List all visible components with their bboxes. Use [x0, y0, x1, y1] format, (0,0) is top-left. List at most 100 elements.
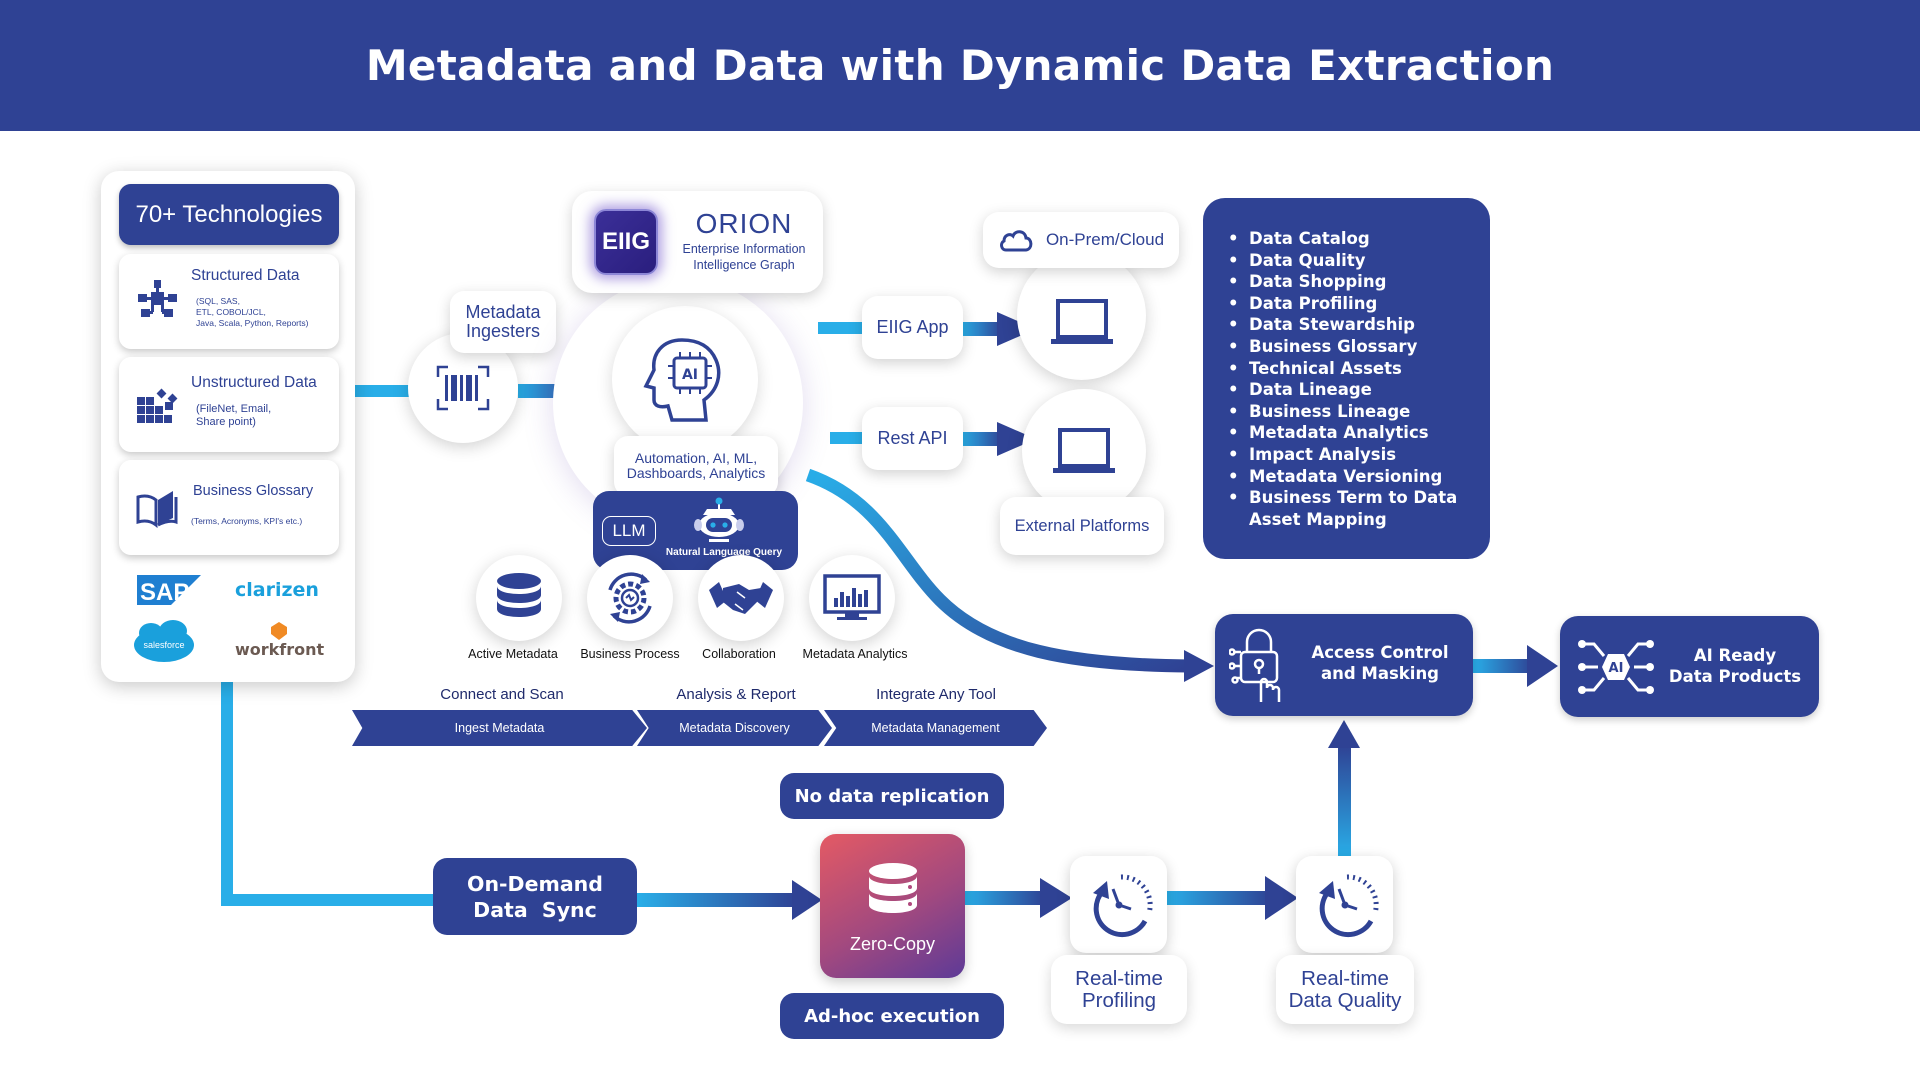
monitor-chart-icon	[823, 574, 881, 620]
orion-card[interactable]: EIIG ORION Enterprise Information Intell…	[572, 191, 823, 293]
source-card-glossary[interactable]: Business Glossary (Terms, Acronyms, KPI'…	[119, 460, 339, 555]
source-subtitle: (SQL, SAS, ETL, COBOL/JCL, Java, Scala, …	[196, 296, 309, 328]
handshake-icon	[709, 582, 773, 614]
arrowhead-ai	[1527, 645, 1558, 687]
connector-hub-rest-api	[830, 432, 864, 444]
process-step-ingest[interactable]: Ingest Metadata	[352, 710, 647, 746]
feature-item: Data Catalog	[1228, 228, 1490, 250]
source-title: Business Glossary	[193, 483, 314, 499]
external-platforms-label[interactable]: External Platforms	[1000, 497, 1164, 555]
arrowhead-access-up	[1328, 720, 1360, 748]
profiling-node[interactable]	[1070, 856, 1167, 953]
connector-eiig-app-onprem	[962, 322, 1002, 336]
rest-api-label[interactable]: Rest API	[862, 407, 963, 470]
eiig-badge: EIIG	[594, 209, 658, 275]
source-title: Unstructured Data	[191, 374, 317, 391]
zero-copy-label: Zero-Copy	[849, 934, 936, 954]
svg-text:SAP: SAP	[140, 579, 189, 606]
data-quality-node[interactable]	[1296, 856, 1393, 953]
ai-chip-icon: AI	[1578, 640, 1654, 694]
robot-icon	[694, 497, 744, 542]
connector-profiling-dq	[1167, 891, 1271, 905]
feature-item: Metadata Analytics	[1228, 422, 1490, 444]
ai-head-icon: AI	[643, 338, 721, 422]
capability-collaboration[interactable]	[698, 555, 784, 641]
technology-logos: SAP clarizen salesforce workfront	[134, 575, 325, 662]
process-step-management[interactable]: Metadata Management	[824, 710, 1047, 746]
access-control-label: Access Control and Masking	[1311, 643, 1449, 683]
page-title: Metadata and Data with Dynamic Data Extr…	[365, 41, 1555, 90]
source-subtitle: (Terms, Acronyms, KPI's etc.)	[191, 516, 303, 526]
connector-rest-api-external	[962, 432, 1002, 446]
external-node[interactable]	[1022, 389, 1146, 513]
connector-sources-ondemand	[221, 894, 433, 906]
llm-tag: LLM	[602, 516, 656, 546]
database-icon	[497, 573, 541, 617]
process-step-label: Metadata Discovery	[679, 721, 790, 735]
process-step-label: Ingest Metadata	[454, 721, 545, 735]
llm-panel[interactable]: LLM Natural Language Query	[593, 491, 798, 570]
features-panel: Data CatalogData QualityData ShoppingDat…	[1203, 198, 1490, 559]
capability-label: Metadata Analytics	[802, 647, 908, 661]
sources-panel: 70+ Technologies Structured Data (SQL, S…	[101, 171, 355, 682]
capability-metadata-analytics[interactable]	[809, 555, 895, 641]
ai-ready-node[interactable]: AI AI Ready Data Products	[1560, 616, 1819, 717]
svg-text:salesforce: salesforce	[143, 640, 184, 650]
no-replication-badge: No data replication	[780, 773, 1004, 819]
connector-access-ai	[1473, 659, 1533, 673]
barcode-scanner-icon	[436, 365, 490, 411]
feature-item: Business Glossary	[1228, 336, 1490, 358]
feature-item: Data Lineage	[1228, 379, 1490, 401]
on-demand-sync-node[interactable]: On-Demand Data Sync	[433, 858, 637, 935]
source-card-structured[interactable]: Structured Data (SQL, SAS, ETL, COBOL/JC…	[119, 254, 339, 349]
process-step-label: Metadata Management	[871, 721, 1000, 735]
eiig-app-text: EIIG App	[876, 317, 949, 337]
feature-item: Data Profiling	[1228, 293, 1490, 315]
capability-business-process[interactable]	[587, 555, 673, 641]
profiling-label: Real-time Profiling	[1051, 955, 1187, 1024]
onprem-node[interactable]	[1017, 251, 1146, 380]
data-quality-text: Real-time Data Quality	[1288, 966, 1402, 1012]
book-icon	[136, 491, 178, 529]
onprem-cloud-label[interactable]: On-Prem/Cloud	[983, 212, 1179, 268]
workfront-logo: workfront	[235, 622, 325, 659]
process-caption: Integrate Any Tool	[876, 686, 996, 703]
capability-label: Active Metadata	[468, 647, 558, 661]
access-control-node[interactable]: Access Control and Masking	[1215, 614, 1473, 716]
connector-hub-eiig-app	[818, 322, 864, 334]
connector-zerocopy-profiling	[965, 891, 1045, 905]
lock-touch-icon	[1229, 628, 1281, 702]
eiig-badge-text: EIIG	[601, 228, 650, 255]
rest-api-text: Rest API	[877, 428, 948, 448]
adhoc-text: Ad-hoc execution	[804, 1005, 980, 1027]
laptop-icon	[1053, 428, 1115, 473]
header-banner: Metadata and Data with Dynamic Data Extr…	[0, 0, 1920, 131]
hub-caption-text: Automation, AI, ML, Dashboards, Analytic…	[626, 450, 766, 481]
svg-text:AI: AI	[1609, 661, 1624, 676]
feature-item: Impact Analysis	[1228, 444, 1490, 466]
external-text: External Platforms	[1014, 516, 1150, 535]
svg-text:workfront: workfront	[235, 640, 325, 659]
process-caption: Connect and Scan	[440, 686, 564, 703]
ingesters-text: Metadata Ingesters	[465, 302, 541, 341]
capability-label: Collaboration	[702, 647, 776, 661]
arrowhead-zerocopy	[792, 880, 822, 920]
clock-refresh-icon	[1092, 873, 1153, 937]
source-card-unstructured[interactable]: Unstructured Data (FileNet, Email, Share…	[119, 357, 339, 452]
sap-logo: SAP	[137, 575, 201, 606]
feature-item: Business Lineage	[1228, 401, 1490, 423]
eiig-app-label[interactable]: EIIG App	[862, 296, 963, 359]
zero-copy-node[interactable]: Zero-Copy	[820, 834, 965, 978]
capability-active-metadata[interactable]	[476, 555, 562, 641]
ai-core-node[interactable]: AI	[612, 306, 758, 452]
no-replication-text: No data replication	[794, 785, 990, 807]
process-step-discovery[interactable]: Metadata Discovery	[637, 710, 832, 746]
gear-cycle-icon	[608, 572, 652, 624]
feature-item: Technical Assets	[1228, 358, 1490, 380]
connector-dq-access	[1338, 745, 1351, 857]
orion-title: ORION	[695, 208, 793, 239]
features-list: Data CatalogData QualityData ShoppingDat…	[1228, 228, 1490, 530]
source-title: Structured Data	[191, 267, 300, 284]
ai-ready-label: AI Ready Data Products	[1668, 646, 1802, 686]
adhoc-execution-badge: Ad-hoc execution	[780, 993, 1004, 1039]
